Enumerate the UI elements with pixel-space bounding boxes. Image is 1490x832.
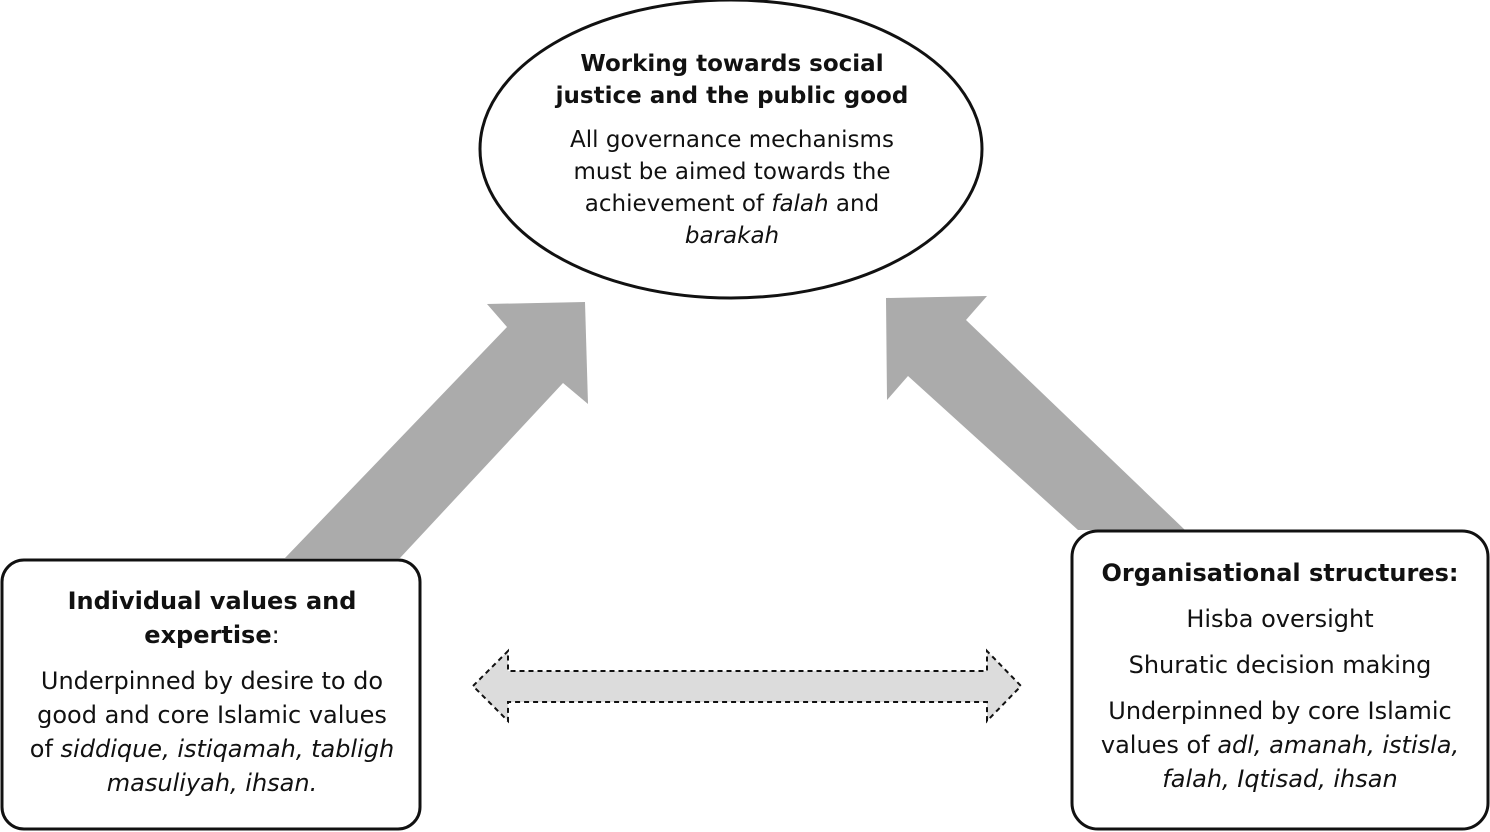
top-node-text: Working towards social justice and the p… xyxy=(540,48,924,252)
right-node-box xyxy=(1070,529,1490,831)
left-node-text: Individual values and expertise: Underpi… xyxy=(8,584,416,800)
right-node-body-line2-pre: values of xyxy=(1100,731,1218,759)
top-node-body-line1: All governance mechanisms xyxy=(570,127,894,153)
left-node-body-line4: masuliyah, ihsan. xyxy=(106,769,318,797)
top-node-body-line3-pre: achievement of xyxy=(584,191,772,217)
top-node-ellipse xyxy=(478,0,984,300)
right-node-body-line2-italic: adl, amanah, istisla, xyxy=(1217,731,1460,759)
left-node-box xyxy=(0,558,422,831)
right-node-item2: Shuratic decision making xyxy=(1128,651,1432,679)
top-node-body-line2: must be aimed towards the xyxy=(573,159,891,185)
right-node-body-line2: values of adl, amanah, istisla, xyxy=(1076,728,1484,762)
left-node-body-line3-pre: of xyxy=(29,735,61,763)
left-node-body-line3: of siddique, istiqamah, tabligh xyxy=(8,732,416,766)
top-node-body-line3-italic: falah xyxy=(771,191,829,217)
left-node-body-line3-italic: siddique, istiqamah, tabligh xyxy=(60,735,395,763)
left-node-title-line2-bold: expertise xyxy=(144,621,272,649)
top-node-title-line2: justice and the public good xyxy=(555,83,909,109)
left-node-body-line2: good and core Islamic values xyxy=(37,701,387,729)
left-node-title-line2: expertise: xyxy=(8,618,416,652)
arrow-right-to-top xyxy=(886,296,1185,530)
top-node-title-line1: Working towards social xyxy=(580,51,884,77)
left-node-body-line1: Underpinned by desire to do xyxy=(40,667,384,695)
right-node-text: Organisational structures: Hisba oversig… xyxy=(1076,556,1484,796)
left-node-title-line1: Individual values and xyxy=(67,587,357,615)
right-node-body-line1: Underpinned by core Islamic xyxy=(1108,697,1452,725)
arrow-left-to-top xyxy=(285,302,588,558)
top-node-body-line3-post: and xyxy=(828,191,880,217)
top-node-body-line4: barakah xyxy=(684,223,780,249)
left-node-title-suffix: : xyxy=(271,621,280,649)
right-node-item1: Hisba oversight xyxy=(1186,605,1374,633)
double-arrow-bottom xyxy=(471,648,1023,724)
top-node-body-line3: achievement of falah and xyxy=(540,188,924,220)
right-node-body-line3: falah, Iqtisad, ihsan xyxy=(1162,765,1398,793)
right-node-title: Organisational structures: xyxy=(1101,559,1459,587)
